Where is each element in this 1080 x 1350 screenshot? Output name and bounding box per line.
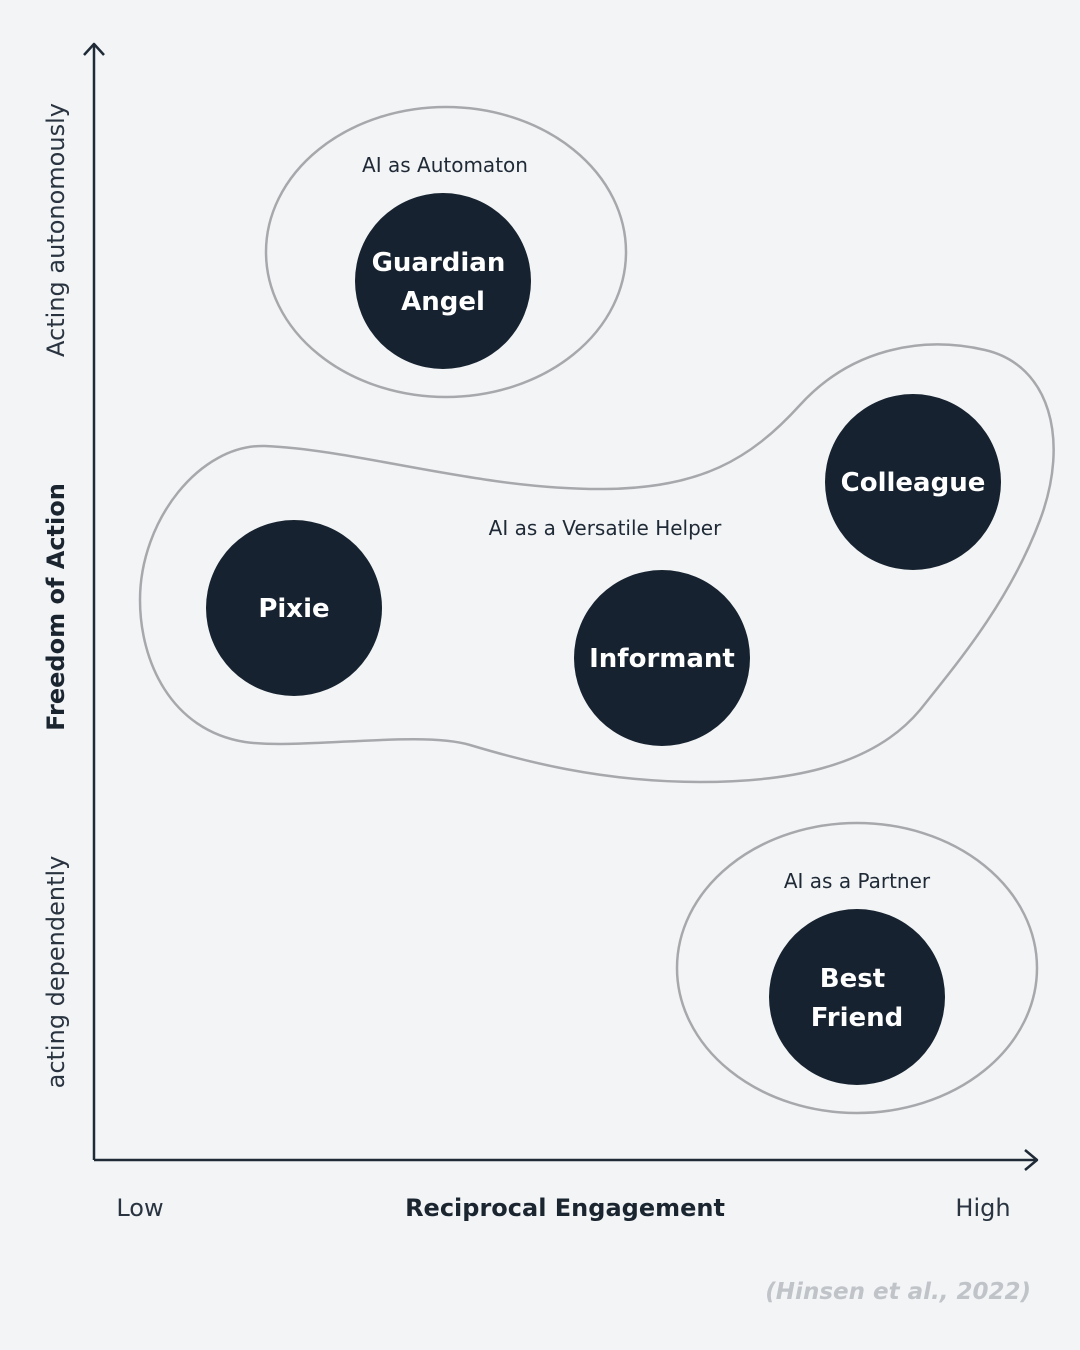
partner-group-label: AI as a Partner — [784, 869, 931, 893]
y-axis-title: Freedom of Action — [42, 483, 70, 731]
versatile-helper-group-label: AI as a Versatile Helper — [489, 516, 722, 540]
x-axis — [94, 1149, 1039, 1171]
x-axis-high-label: High — [955, 1194, 1010, 1222]
y-axis-high-label: Acting autonomously — [42, 103, 70, 357]
node-informant: Informant — [574, 570, 750, 746]
automaton-group-outline — [264, 105, 628, 399]
y-axis-low-label: acting dependently — [42, 856, 70, 1089]
y-axis — [83, 42, 105, 1160]
x-axis-arrowhead — [1024, 1149, 1039, 1171]
node-best-friend-label-line2: Friend — [811, 1003, 904, 1033]
node-best-friend-label-line1: Best — [820, 964, 885, 994]
partner-group-outline — [675, 821, 1039, 1115]
node-guardian-angel-label-line2: Angel — [401, 287, 485, 317]
node-guardian-angel-label-line1: Guardian — [372, 248, 506, 278]
x-axis-title: Reciprocal Engagement — [405, 1194, 725, 1222]
node-pixie-label: Pixie — [258, 594, 329, 624]
svg-text:Guardian Angel: Guardian Angel — [372, 248, 515, 317]
y-axis-arrowhead — [83, 42, 105, 56]
citation: (Hinsen et al., 2022) — [765, 1279, 1031, 1305]
svg-text:Best Friend: Best Friend — [811, 964, 904, 1033]
versatile-helper-group-outline — [138, 343, 1055, 784]
automaton-group-label: AI as Automaton — [362, 153, 528, 177]
node-informant-label: Informant — [589, 644, 735, 674]
x-axis-low-label: Low — [116, 1194, 163, 1222]
node-colleague: Colleague — [825, 394, 1001, 570]
node-best-friend: Best Friend — [769, 909, 945, 1085]
node-colleague-label: Colleague — [841, 468, 986, 498]
node-pixie: Pixie — [206, 520, 382, 696]
node-guardian-angel: Guardian Angel — [355, 193, 531, 369]
